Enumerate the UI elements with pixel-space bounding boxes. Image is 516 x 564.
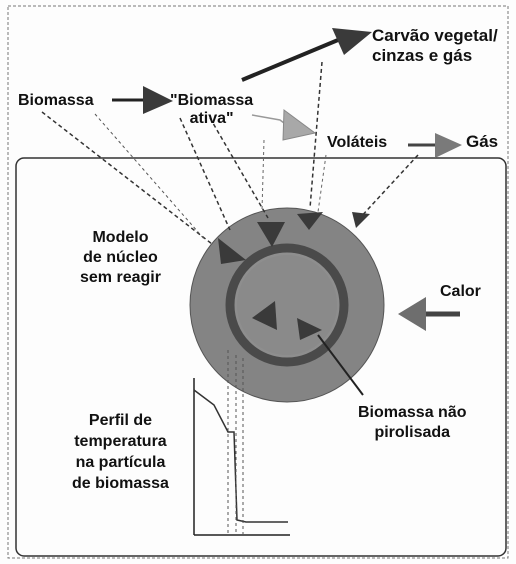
reactor-box [15,157,507,557]
dashed-volateis-1 [261,139,265,211]
arrowhead-core-right [297,318,322,340]
arrowhead-core-left [252,301,277,330]
arrow-volateis-shaft [251,114,289,127]
arrow-calor-head [398,297,426,331]
pointer-nao-pirolisada [317,334,364,396]
label-calor: Calor [440,283,481,300]
dashed-biomassa-particle [41,111,213,245]
label-modelo-nucleo: Modelo de núcleo sem reagir [80,229,161,286]
arrow-gas-head [435,133,462,158]
label-gas: Gás [466,132,499,151]
dashed-carvao-particle [309,61,323,209]
label-biomassa: Biomassa [18,92,94,109]
label-carvao: Carvão vegetal/ cinzas e gás [372,26,498,65]
temp-profile-curve [193,389,288,523]
dashed-volateis-2 [317,154,327,213]
dashed-gas-particle [357,154,419,221]
dashed-ativa-1 [179,117,231,231]
arrowhead-surface-top [257,222,285,247]
arrow-biomassa-head [143,86,173,114]
label-biomassa-nao-pirolisada: Biomassa não pirolisada [358,404,467,441]
label-perfil-temperatura: Perfil de temperatura na partícula de bi… [72,412,169,492]
arrowhead-surface-top-right [297,212,323,230]
arrowhead-surface-left [218,238,246,264]
dashed-ativa-2 [209,117,269,219]
dashed-biomassa-left [94,113,206,241]
arrow-carvao-head [332,28,372,55]
arrow-volateis-head [282,109,317,141]
arrowhead-surface-right [352,212,370,228]
arrow-carvao-shaft [241,38,339,82]
outer-border [7,5,509,559]
label-biomassa-ativa: "Biomassa ativa" [170,92,254,127]
label-volateis: Voláteis [327,134,388,151]
